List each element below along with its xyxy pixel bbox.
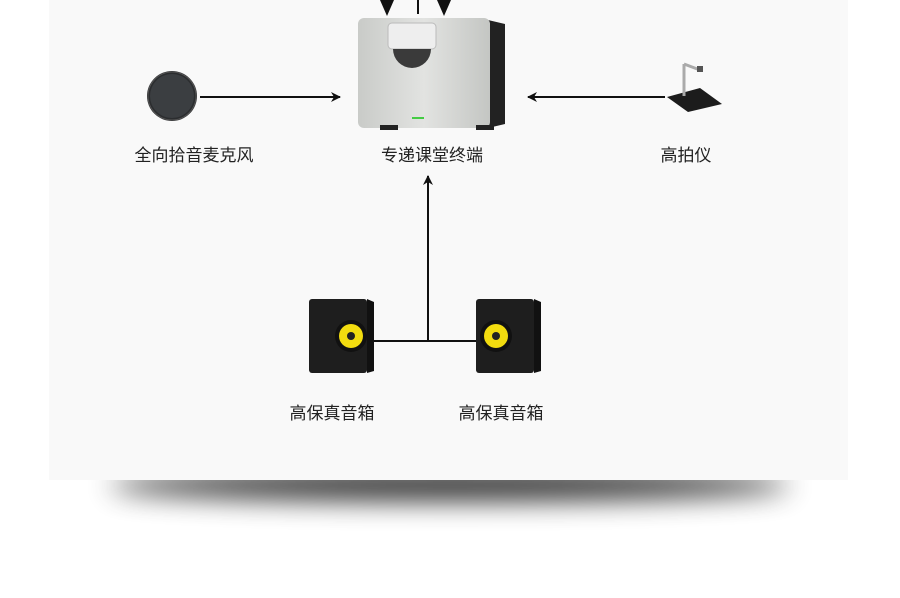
microphone-icon — [147, 71, 197, 121]
speaker-right-icon — [476, 299, 541, 373]
document-camera-label: 高拍仪 — [660, 146, 712, 166]
terminal-icon — [358, 18, 505, 130]
top-connectors — [380, 0, 451, 16]
microphone-label: 全向拾音麦克风 — [134, 146, 254, 166]
terminal-label: 专递课堂终端 — [381, 146, 483, 166]
speaker-left-label: 高保真音箱 — [289, 404, 375, 424]
speaker-left-icon — [309, 299, 374, 373]
speaker-right-label: 高保真音箱 — [458, 404, 544, 424]
document-camera-icon — [667, 62, 722, 112]
